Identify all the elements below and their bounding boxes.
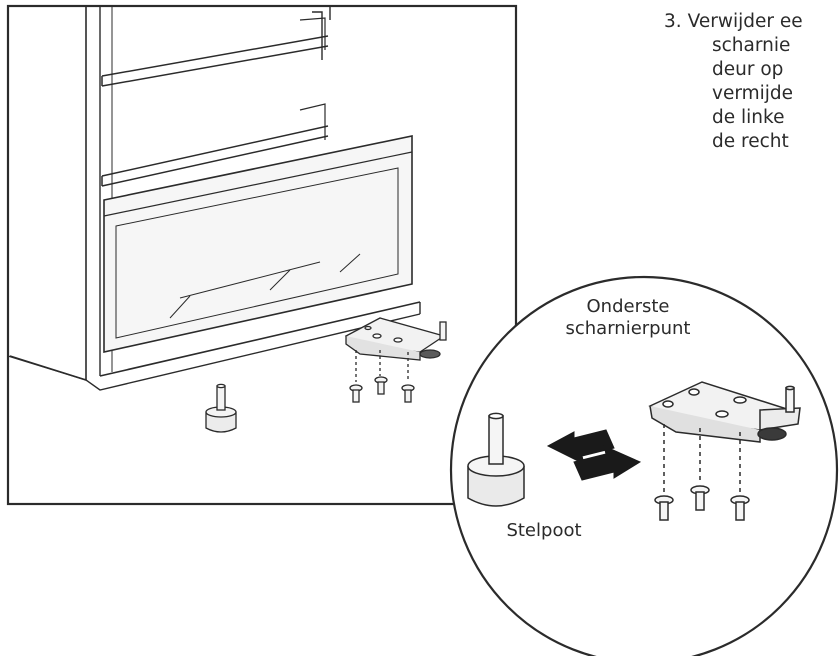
cabinet-base	[85, 313, 421, 391]
step-number: 3.	[664, 11, 682, 32]
leveling-foot-small	[205, 383, 237, 433]
instruction-line-5: de linke	[712, 107, 785, 128]
instruction-line-1: 3.Verwijder ee	[664, 11, 803, 32]
instruction-line-4: vermijde	[712, 83, 794, 104]
bottom-hinge-small	[344, 317, 447, 403]
bottom-hinge-large	[648, 381, 801, 521]
foot-label: Stelpoot	[506, 520, 582, 541]
instruction-text: 3.Verwijder ee scharnie deur op vermijde…	[664, 10, 839, 154]
instruction-line-6: de recht	[712, 131, 789, 152]
floor-line	[7, 355, 87, 381]
instruction-line-2: scharnie	[712, 35, 791, 56]
cabinet-outer	[9, 6, 87, 382]
crisper-drawer	[103, 135, 413, 353]
leveling-foot-large	[467, 412, 525, 507]
cabinet-floor	[99, 301, 421, 377]
shelf-middle	[101, 125, 329, 187]
instruction-line-3: deur op	[712, 59, 784, 80]
fridge-panel	[6, 4, 518, 506]
hinge-label-line2: scharnierpunt	[565, 318, 691, 339]
panel-frame	[6, 4, 518, 506]
hinge-label: Onderste scharnierpunt	[548, 296, 708, 340]
magnifier-circle	[449, 275, 839, 656]
swap-arrows-icon	[546, 429, 642, 481]
shelf-top	[101, 35, 329, 87]
hinge-label-line1: Onderste	[586, 296, 670, 317]
